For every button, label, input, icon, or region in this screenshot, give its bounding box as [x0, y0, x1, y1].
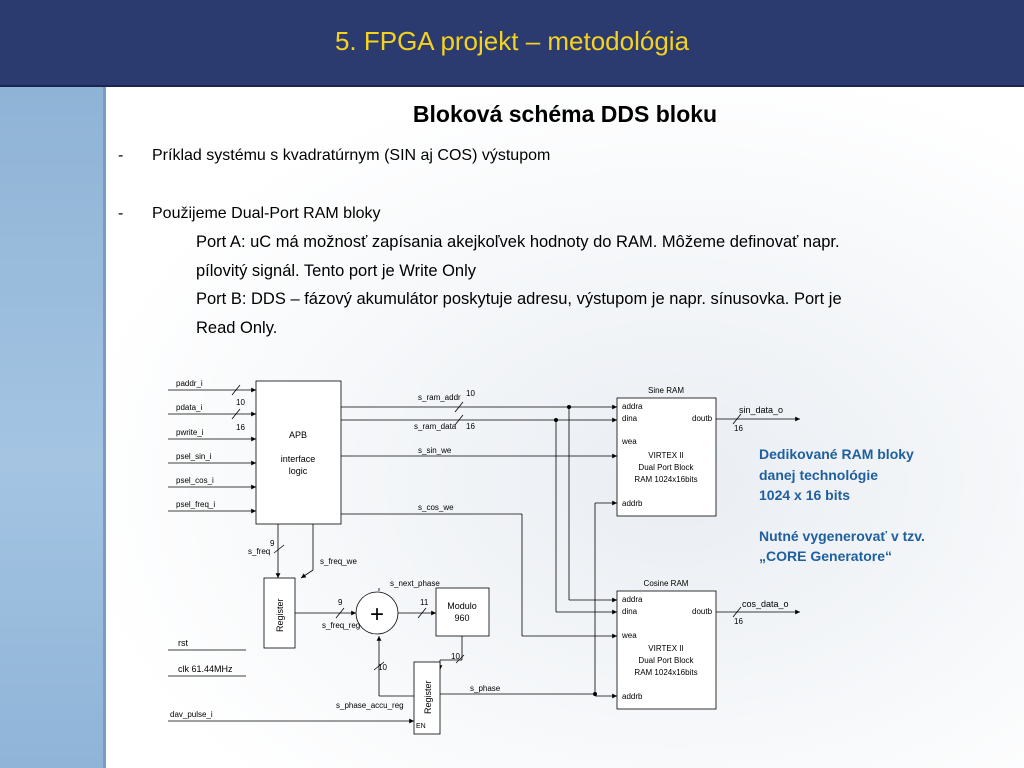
- input-label: pdata_i: [176, 403, 202, 412]
- note-line: Nutné vygenerovať v tzv.: [759, 528, 925, 544]
- sub-line: Port A: uC má možnosť zapísania akejkoľv…: [196, 233, 840, 251]
- header-title: 5. FPGA projekt – metodológia: [334, 26, 690, 56]
- left-decorative-band: [0, 87, 103, 768]
- bullet-dash: -: [118, 147, 124, 164]
- bullet-text: Príklad systému s kvadratúrnym (SIN aj C…: [152, 147, 551, 164]
- port-label: addrb: [622, 692, 643, 701]
- note-line: „CORE Generatore“: [759, 548, 893, 564]
- output-label: sin_data_o: [739, 405, 783, 415]
- port-label: addra: [622, 402, 643, 411]
- signal-label: s_ram_addr: [418, 393, 461, 402]
- ram-desc: Dual Port Block: [638, 656, 694, 665]
- note-line: danej technológie: [759, 467, 879, 483]
- apb-line2: interface: [281, 454, 316, 464]
- sub-line: pílovitý signál. Tento port je Write Onl…: [196, 262, 477, 280]
- apb-line1: APB: [289, 430, 307, 440]
- port-label: dina: [622, 607, 638, 616]
- bus-width: 16: [734, 617, 743, 626]
- sub-line: Read Only.: [196, 319, 278, 337]
- note-line: Dedikované RAM bloky: [759, 446, 914, 462]
- bus-width: 10: [236, 398, 245, 407]
- ram-desc: RAM 1024x16bits: [634, 475, 697, 484]
- cosine-ram-title: Cosine RAM: [644, 579, 689, 588]
- dav-label: dav_pulse_i: [170, 710, 213, 719]
- signal-label: s_cos_we: [418, 503, 454, 512]
- modulo-line2: 960: [454, 613, 469, 623]
- register-label: Register: [275, 598, 285, 632]
- input-label: psel_cos_i: [176, 476, 214, 485]
- left-band-edge: [103, 87, 106, 768]
- bus-width: 10: [451, 652, 460, 661]
- input-label: paddr_i: [176, 379, 203, 388]
- ram-desc: RAM 1024x16bits: [634, 668, 697, 677]
- port-label: addra: [622, 595, 643, 604]
- bus-width: 10: [466, 389, 475, 398]
- ram-desc: Dual Port Block: [638, 463, 694, 472]
- bus-width: 16: [466, 422, 475, 431]
- bus-width: 16: [734, 424, 743, 433]
- clk-label: clk 61.44MHz: [178, 664, 233, 674]
- bus-width: 9: [338, 598, 343, 607]
- enable-label: EN: [416, 723, 426, 730]
- modulo-line1: Modulo: [447, 601, 477, 611]
- bus-width: 9: [270, 539, 275, 548]
- rst-label: rst: [178, 638, 188, 648]
- sub-line: Port B: DDS – fázový akumulátor poskytuj…: [196, 290, 842, 308]
- slide-header: 5. FPGA projekt – metodológia: [0, 0, 1024, 87]
- sine-ram-title: Sine RAM: [648, 386, 684, 395]
- signal-label: s_freq_we: [320, 557, 357, 566]
- ram-desc: VIRTEX II: [648, 451, 683, 460]
- signal-label: s_phase_accu_reg: [336, 701, 404, 710]
- port-label: doutb: [692, 607, 713, 616]
- input-label: psel_sin_i: [176, 452, 212, 461]
- bus-width: 10: [378, 663, 387, 672]
- port-label: addrb: [622, 499, 643, 508]
- apb-line3: logic: [289, 466, 308, 476]
- note-line: 1024 x 16 bits: [759, 487, 851, 503]
- bullet-text: Použijeme Dual-Port RAM bloky: [152, 205, 381, 222]
- register-label: Register: [423, 680, 433, 714]
- input-label: pwrite_i: [176, 428, 204, 437]
- signal-label: s_next_phase: [390, 579, 440, 588]
- bus-width: 16: [236, 423, 245, 432]
- port-label: dina: [622, 414, 638, 423]
- slide-title: Bloková schéma DDS bloku: [412, 101, 718, 127]
- port-label: doutb: [692, 414, 713, 423]
- bus-width: 11: [420, 598, 429, 607]
- ram-desc: VIRTEX II: [648, 644, 683, 653]
- bullet-dash: -: [118, 205, 124, 222]
- signal-label: s_freq_reg: [322, 621, 360, 630]
- signal-label: s_freq: [248, 547, 270, 556]
- signal-label: s_sin_we: [418, 446, 452, 455]
- input-label: psel_freq_i: [176, 500, 215, 509]
- adder-plus: +: [370, 601, 384, 628]
- output-label: cos_data_o: [742, 599, 789, 609]
- port-label: wea: [621, 631, 637, 640]
- signal-label: s_phase: [470, 684, 501, 693]
- port-label: wea: [621, 437, 637, 446]
- signal-label: s_ram_data: [414, 422, 457, 431]
